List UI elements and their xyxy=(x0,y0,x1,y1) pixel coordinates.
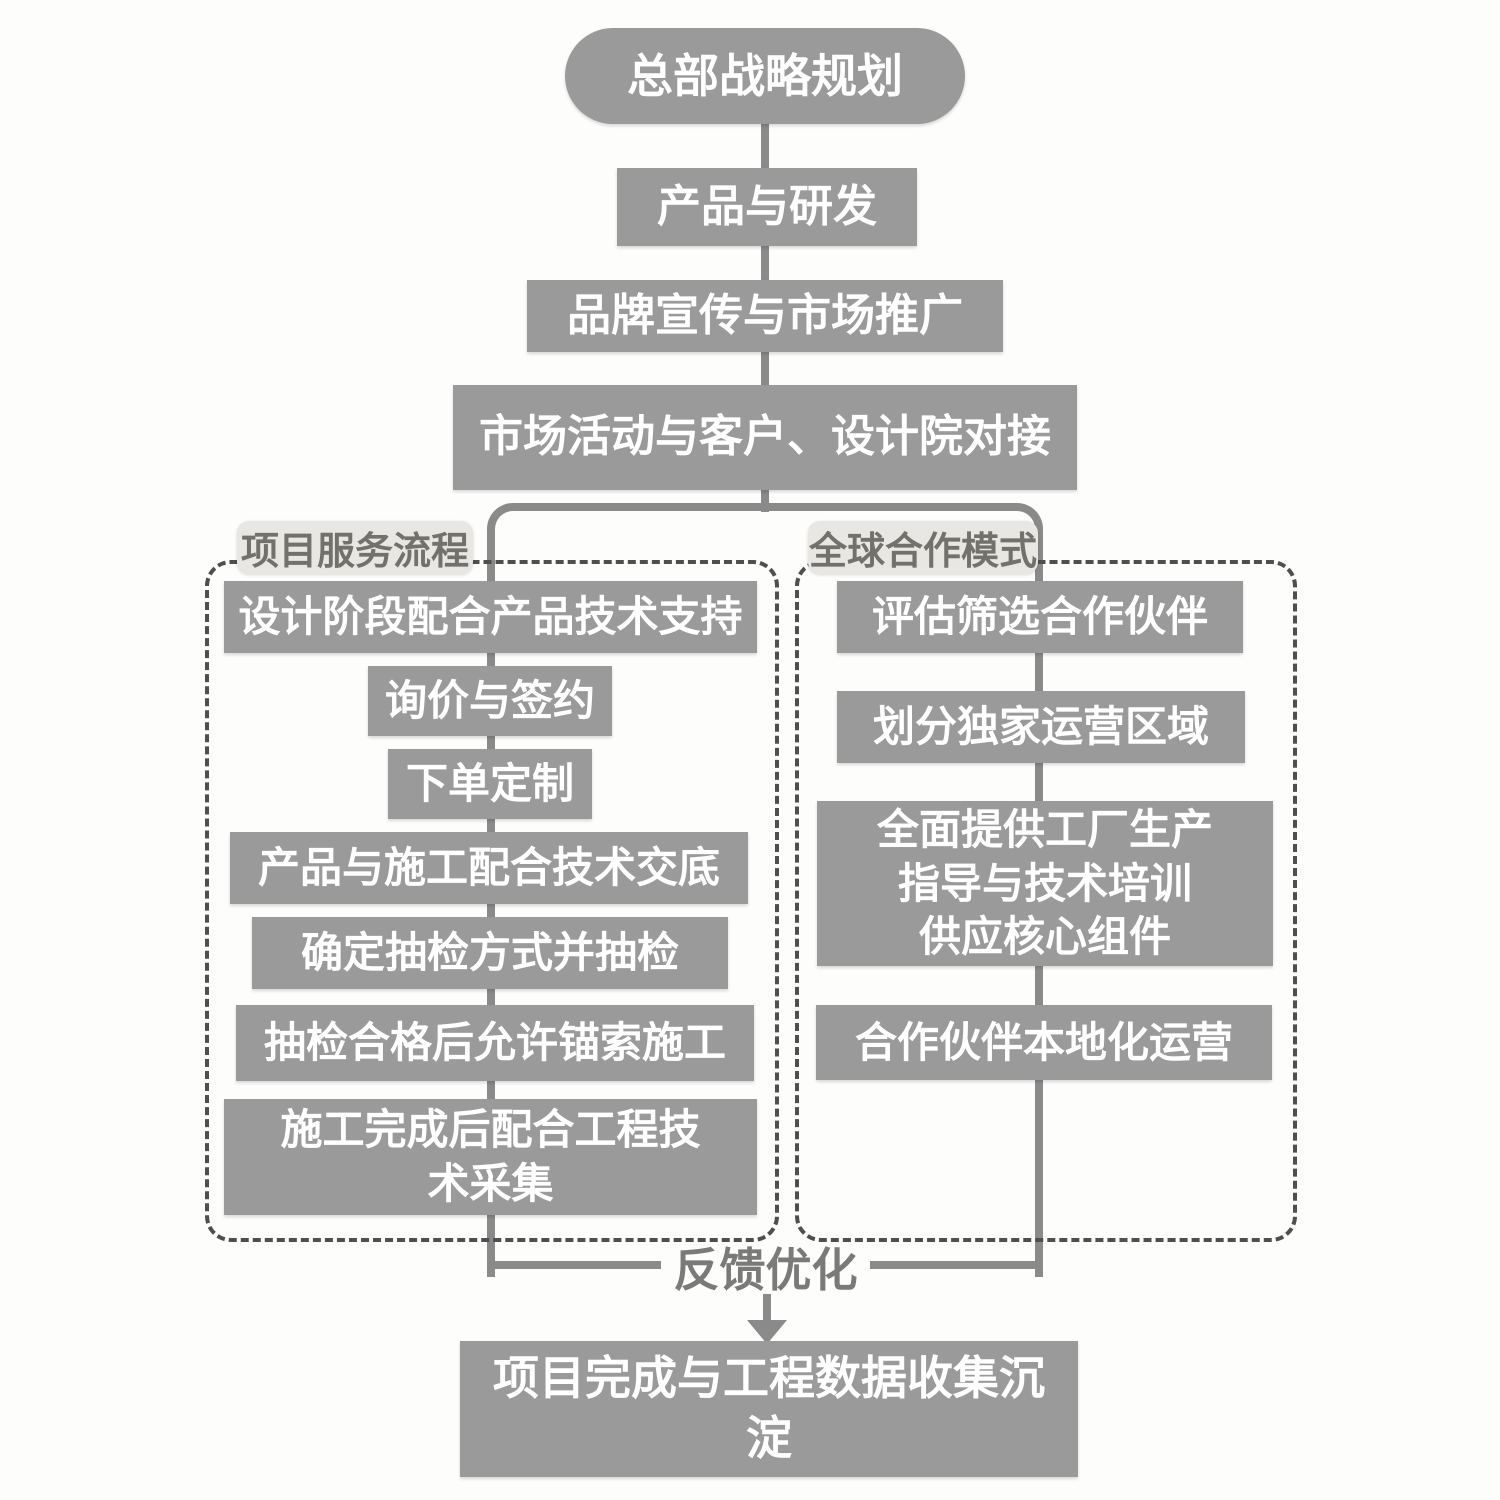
feedback-return-line-left xyxy=(487,1261,661,1269)
node-order-customization: 下单定制 xyxy=(388,749,592,819)
feedback-return-line-right xyxy=(870,1261,1043,1269)
connector-product-to-brand xyxy=(761,246,769,282)
node-project-completion: 项目完成与工程数据收集沉 淀 xyxy=(460,1341,1078,1477)
left-branch-frame xyxy=(205,560,779,1242)
node-sampling-inspection: 确定抽检方式并抽检 xyxy=(252,917,728,989)
node-market-customer-docking: 市场活动与客户、设计院对接 xyxy=(453,385,1077,490)
node-anchor-construction-approval: 抽检合格后允许锚索施工 xyxy=(236,1005,754,1081)
node-brand-marketing: 品牌宣传与市场推广 xyxy=(527,280,1003,352)
arrow-head xyxy=(747,1320,787,1344)
node-partner-localization: 合作伙伴本地化运营 xyxy=(816,1005,1272,1080)
right-branch-frame xyxy=(795,560,1297,1242)
feedback-label: 反馈优化 xyxy=(673,1244,858,1296)
right-branch-label: 全球合作模式 xyxy=(808,521,1038,574)
node-inquiry-signing: 询价与签约 xyxy=(368,666,612,736)
node-product-rd: 产品与研发 xyxy=(617,168,917,246)
node-exclusive-region-division: 划分独家运营区域 xyxy=(837,691,1245,763)
connector-hq-to-product xyxy=(761,120,769,170)
left-branch-label: 项目服务流程 xyxy=(237,521,473,574)
connector-market-to-split xyxy=(761,490,769,512)
connector-brand-to-market xyxy=(761,352,769,386)
node-post-construction-data-collection: 施工完成后配合工程技 术采集 xyxy=(224,1099,757,1215)
down-arrow-icon xyxy=(740,1294,795,1344)
node-construction-tech-briefing: 产品与施工配合技术交底 xyxy=(230,832,748,904)
node-hq-strategy: 总部战略规划 xyxy=(565,28,965,124)
node-design-phase-support: 设计阶段配合产品技术支持 xyxy=(224,581,757,653)
node-partner-evaluation: 评估筛选合作伙伴 xyxy=(837,581,1243,653)
arrow-stem xyxy=(763,1294,771,1322)
node-factory-guidance-training: 全面提供工厂生产 指导与技术培训 供应核心组件 xyxy=(817,801,1273,966)
